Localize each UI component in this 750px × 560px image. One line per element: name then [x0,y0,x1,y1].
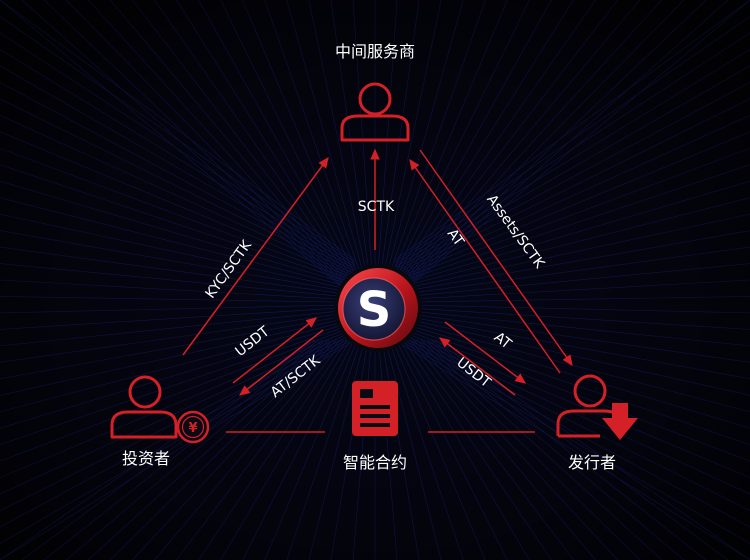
edge-label-usdt-left: USDT [232,323,273,360]
document-icon [352,381,398,436]
arrow-center-to-right [444,321,526,384]
node-label-intermediary: 中间服务商 [335,42,415,61]
edge-label-at-right: AT [491,329,515,352]
node-investor: ¥ 投资者 [110,375,210,468]
edge-label-sctk: SCTK [358,199,395,215]
yen-coin-icon: ¥ [176,410,210,444]
down-arrow-icon [602,403,638,440]
node-issuer: 发行者 [556,374,638,472]
arrow-right-to-top [409,159,561,374]
edge-label-assets-sctk: Assets/SCTK [483,192,547,272]
node-label-smart-contract: 智能合约 [343,453,407,472]
s-coin-logo-icon: S [334,264,422,352]
person-icon [556,374,620,438]
edge-label-at-sctk: AT/SCTK [268,352,324,401]
s-letter: S [357,282,392,338]
node-label-issuer: 发行者 [568,453,616,472]
arrow-left-to-center [232,317,317,384]
yen-symbol: ¥ [188,421,197,436]
person-icon [340,82,410,142]
edge-label-usdt-right: USDT [453,355,494,392]
node-smart-contract: 智能合约 [343,381,407,472]
node-label-investor: 投资者 [122,449,170,468]
arrow-center-to-left [239,329,324,396]
node-intermediary: 中间服务商 [335,42,415,142]
arrow-top-to-right [419,149,573,366]
person-icon [110,375,178,439]
edge-label-at-top-right: AT [444,226,467,250]
arrow-right-to-center [439,337,516,396]
arrow-left-to-top [182,157,329,356]
